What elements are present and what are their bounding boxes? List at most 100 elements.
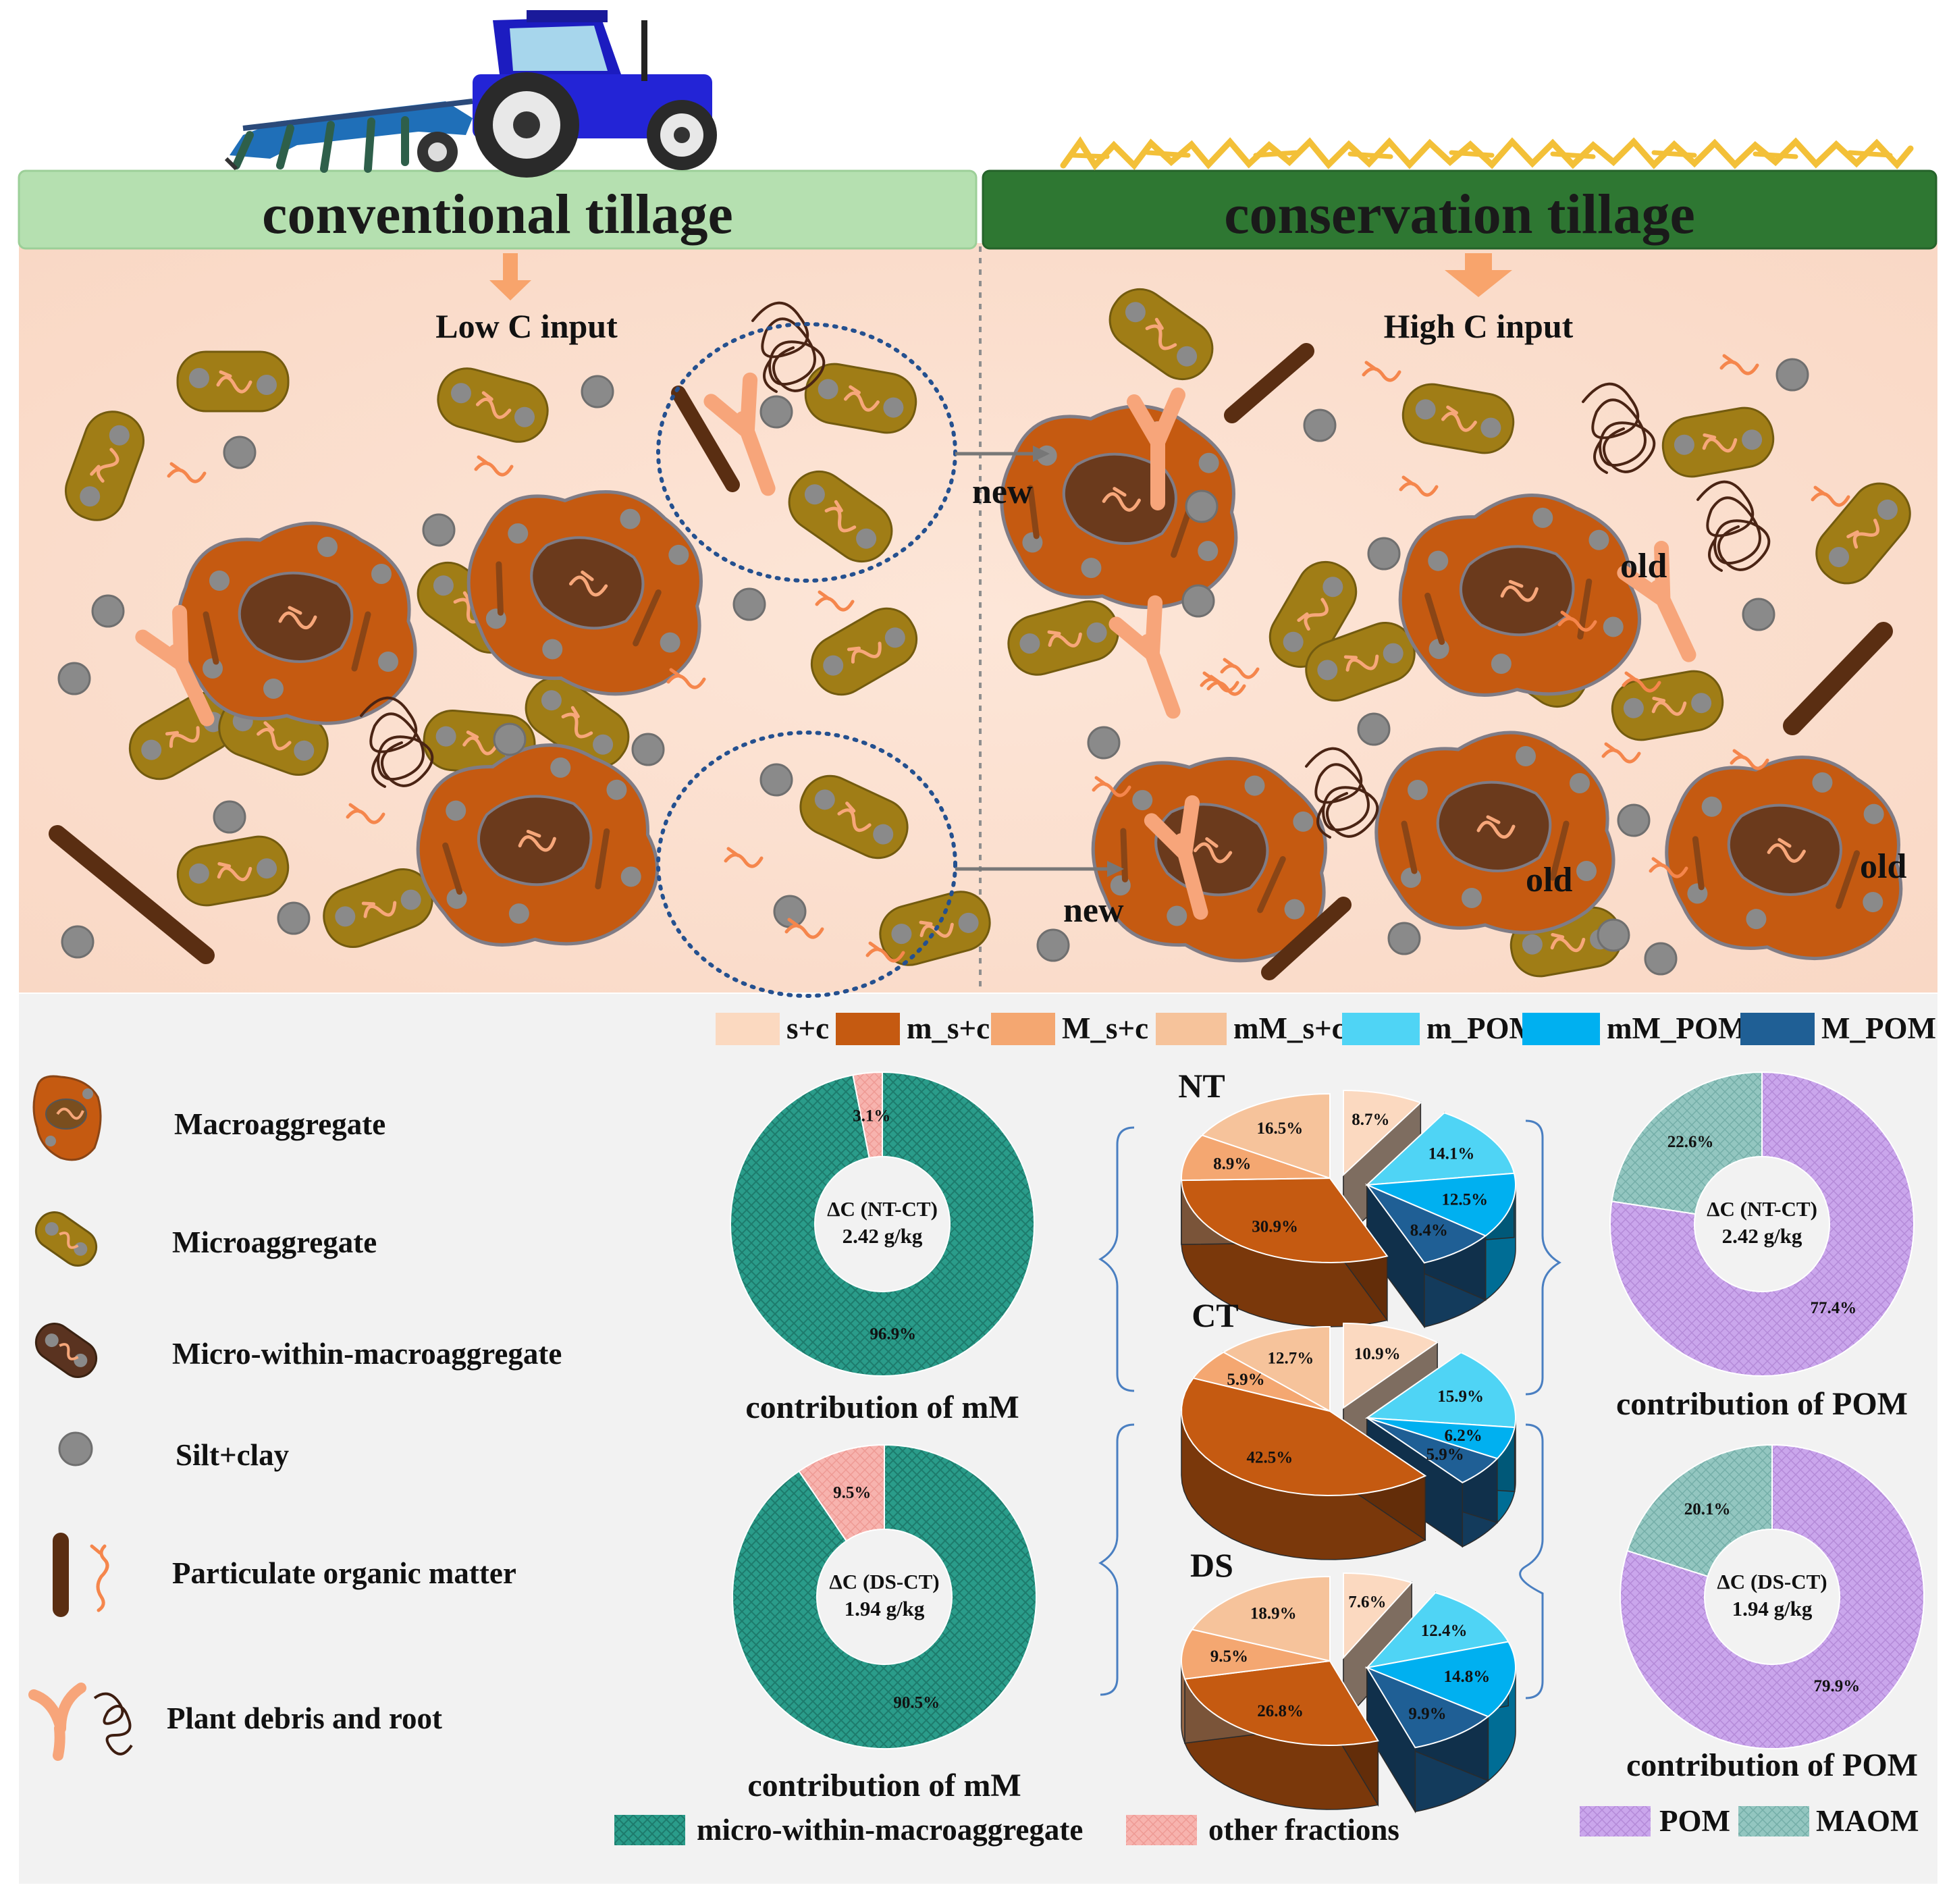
pie-slice (1365, 1666, 1490, 1749)
pie-value-label: 15.9% (1437, 1387, 1484, 1406)
legend-other-text: other fractions (1208, 1813, 1399, 1847)
pom-fragment-icon (724, 847, 764, 868)
conventional-banner (18, 169, 978, 250)
low-c-input-label: Low C input (435, 307, 618, 345)
legend-mwm-icon (34, 1323, 98, 1378)
braces (1098, 1119, 1561, 1699)
pie-value-label: 8.4% (1410, 1221, 1448, 1240)
debris-tangle-icon (360, 696, 434, 788)
macroaggregates (176, 404, 1903, 963)
pie-slice (1364, 1641, 1517, 1718)
fraction-pies: NT8.7%14.1%12.5%8.4%30.9%8.9%16.5%CT10.9… (1178, 1067, 1517, 1814)
pie-value-label: 26.8% (1257, 1702, 1304, 1720)
fraction-legend-label: M_s+c (1062, 1011, 1148, 1045)
particulate-organic-matter (49, 343, 1893, 980)
microaggregate-icon (1007, 600, 1119, 676)
legend-pom-label: Particulate organic matter (172, 1556, 516, 1590)
donut-slice (852, 1071, 883, 1159)
microaggregate-icon (810, 607, 918, 696)
silt-clay-icon (1644, 942, 1678, 976)
macroaggregate-icon (176, 521, 417, 725)
pie-value-label: 10.9% (1354, 1345, 1401, 1363)
pie-slice (1191, 1575, 1331, 1662)
pom-rod-icon (1224, 343, 1314, 423)
fraction-swatch (716, 1013, 780, 1045)
fraction-swatch (1342, 1013, 1420, 1045)
silt-clay-icon (1617, 803, 1651, 837)
pom-fragment-icon (1730, 749, 1769, 770)
pom-fragment-icon (1719, 354, 1759, 375)
pom-fragment-icon (1649, 857, 1688, 878)
pom-rod-icon (1783, 622, 1893, 735)
conservation-banner (982, 169, 1937, 250)
pie-value-label: 6.2% (1444, 1427, 1482, 1445)
fraction-swatch (991, 1013, 1055, 1045)
microaggregate-icon (799, 774, 909, 860)
legend-pom-text: POM (1659, 1804, 1730, 1838)
debris-tangle-icon (751, 301, 826, 393)
silt-clay-icon (1775, 358, 1809, 392)
microaggregate-icon (176, 350, 290, 413)
pie-slice (1183, 1660, 1379, 1747)
legend-macro-label: Macroaggregate (174, 1107, 385, 1141)
microaggregate-icon (323, 868, 433, 949)
silt-clay-icon (1387, 922, 1421, 955)
pie-slice (1366, 1417, 1516, 1460)
fraction-swatch (836, 1013, 900, 1045)
microaggregate-icon (804, 363, 917, 434)
silt-clay-icon (1185, 490, 1219, 523)
macroaggregate-icon (1374, 731, 1615, 934)
brace-right-top (1525, 1119, 1561, 1396)
pie-slice (1343, 1572, 1414, 1660)
pie-value-label: 5.9% (1227, 1371, 1264, 1389)
legend-micro-icon (34, 1211, 98, 1267)
debris-tangle-icon (1582, 382, 1656, 474)
fraction-legend-label: mM_s+c (1233, 1011, 1345, 1045)
high-c-arrow (1445, 253, 1512, 297)
donut-slice (1626, 1444, 1773, 1577)
silt-clay-icon (223, 435, 257, 469)
donut-center-title: ΔC (NT-CT) (827, 1197, 938, 1221)
donut-value-label: 20.1% (1684, 1500, 1731, 1518)
pie-slice (1222, 1325, 1331, 1412)
donut-caption: contribution of mM (745, 1390, 1019, 1425)
pie-value-label: 8.9% (1213, 1155, 1251, 1173)
pie-value-label: 12.5% (1441, 1190, 1488, 1209)
microaggregate-icon (1401, 383, 1515, 454)
pom-rod-icon (1261, 897, 1352, 980)
pom-fragment-icon (1200, 671, 1239, 693)
pie-title: CT (1192, 1296, 1238, 1334)
transfer-arrow-top (955, 446, 1050, 462)
pie-slice (1365, 1112, 1516, 1186)
donut-value-label: 79.9% (1814, 1677, 1861, 1695)
pom-fragment-icon (1557, 610, 1597, 632)
microaggregate-icon (1268, 560, 1358, 668)
silt-clay-icon (493, 722, 527, 756)
donut-center-value: 2.42 g/kg (1722, 1224, 1802, 1248)
donut-value-label: 77.4% (1811, 1299, 1857, 1317)
pie-slice (1366, 1172, 1516, 1237)
microaggregate-icon (64, 411, 145, 521)
silt-clay-icon (213, 800, 246, 834)
silt-clay-icon (732, 587, 766, 621)
plant-debris-tangles (360, 301, 1771, 839)
pom-rod-icon (671, 386, 740, 492)
pie-slice (1180, 1177, 1389, 1264)
pie-value-label: 5.9% (1426, 1446, 1464, 1464)
pie-value-label: 12.4% (1421, 1622, 1468, 1640)
silt-clay-icon (1303, 408, 1337, 442)
pom-fragment-icon (346, 803, 385, 824)
legend-plant-label: Plant debris and root (167, 1701, 442, 1735)
donut-center-title: ΔC (NT-CT) (1707, 1197, 1817, 1221)
donut-center-title: ΔC (DS-CT) (829, 1570, 939, 1593)
pom-fragment-icon (1622, 671, 1661, 693)
root-icon (1617, 541, 1696, 662)
root-icon (1127, 388, 1185, 510)
silt-clay-icon (631, 733, 665, 766)
legend-silt-label: Silt+clay (176, 1438, 290, 1472)
pom-fragment-icon (815, 590, 855, 612)
debris-tangle-icon (1305, 747, 1379, 839)
pie-slice (1365, 1352, 1516, 1429)
silt-clay-icon (1036, 928, 1070, 962)
